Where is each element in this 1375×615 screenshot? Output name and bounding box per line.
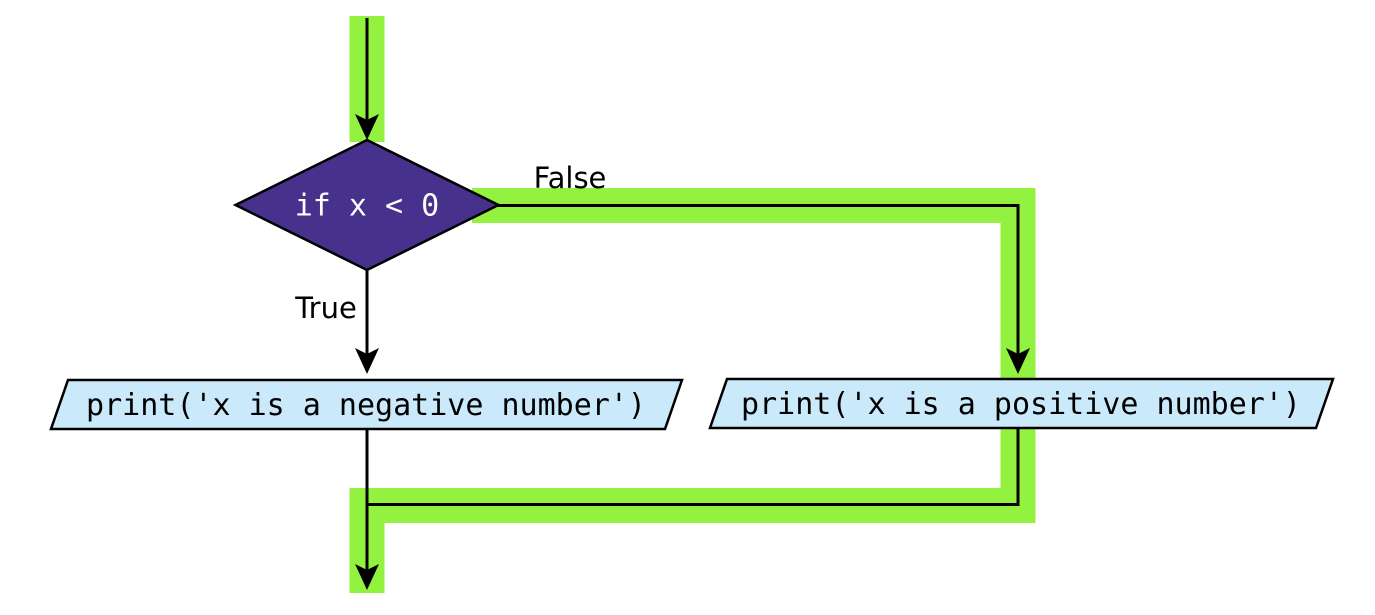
decision-label: if x < 0 — [295, 189, 440, 224]
process-negative-shape — [49, 378, 684, 431]
arrowheads — [355, 114, 1030, 590]
process-negative-node: print('x is a negative number') — [49, 378, 684, 431]
highlight-path — [349, 16, 1036, 593]
false-branch-line — [495, 204, 1020, 354]
false-label: False — [534, 161, 607, 195]
merge-line-right — [367, 428, 1020, 506]
connector-lines — [365, 18, 1020, 570]
decision-node: if x < 0 — [232, 138, 502, 272]
process-positive-label: print('x is a positive number') — [741, 387, 1301, 422]
entry-arrowhead — [355, 114, 379, 140]
true-label: True — [294, 291, 357, 325]
true-arrowhead — [355, 348, 379, 374]
process-positive-shape — [708, 377, 1335, 430]
process-positive-node: print('x is a positive number') — [708, 377, 1335, 430]
decision-diamond — [232, 138, 502, 272]
false-arrowhead — [1006, 348, 1030, 374]
process-negative-label: print('x is a negative number') — [86, 388, 646, 423]
exit-arrowhead — [355, 564, 379, 590]
